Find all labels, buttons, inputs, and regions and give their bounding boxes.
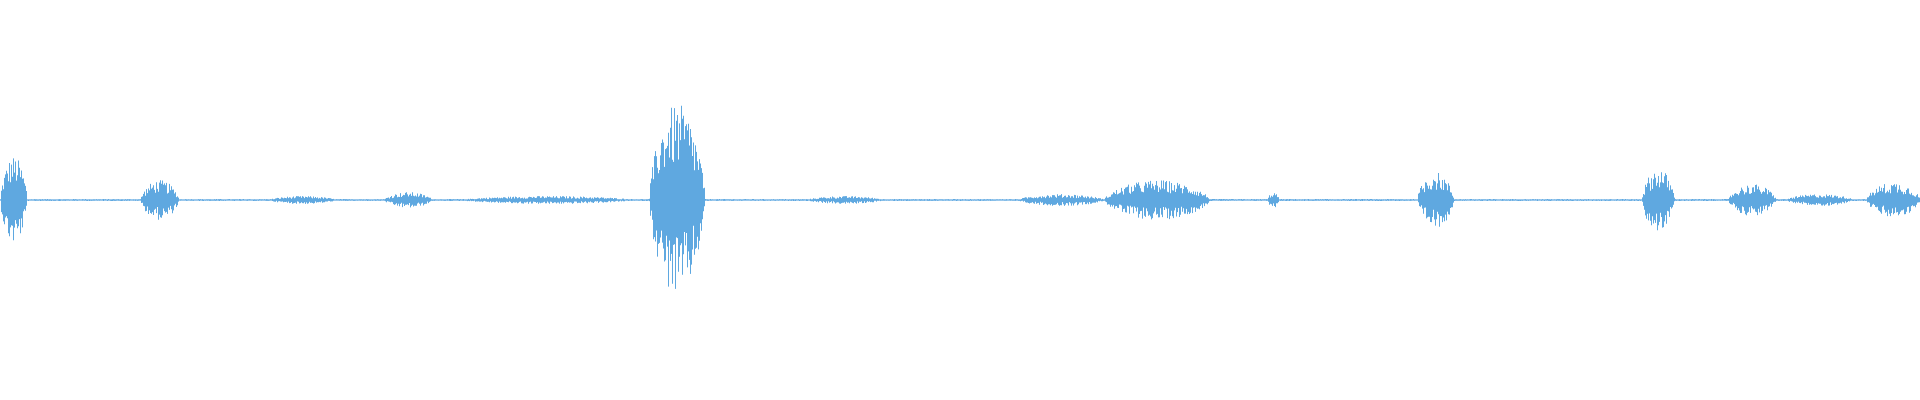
waveform-peaks <box>0 105 1920 289</box>
waveform-samples <box>0 105 1920 289</box>
